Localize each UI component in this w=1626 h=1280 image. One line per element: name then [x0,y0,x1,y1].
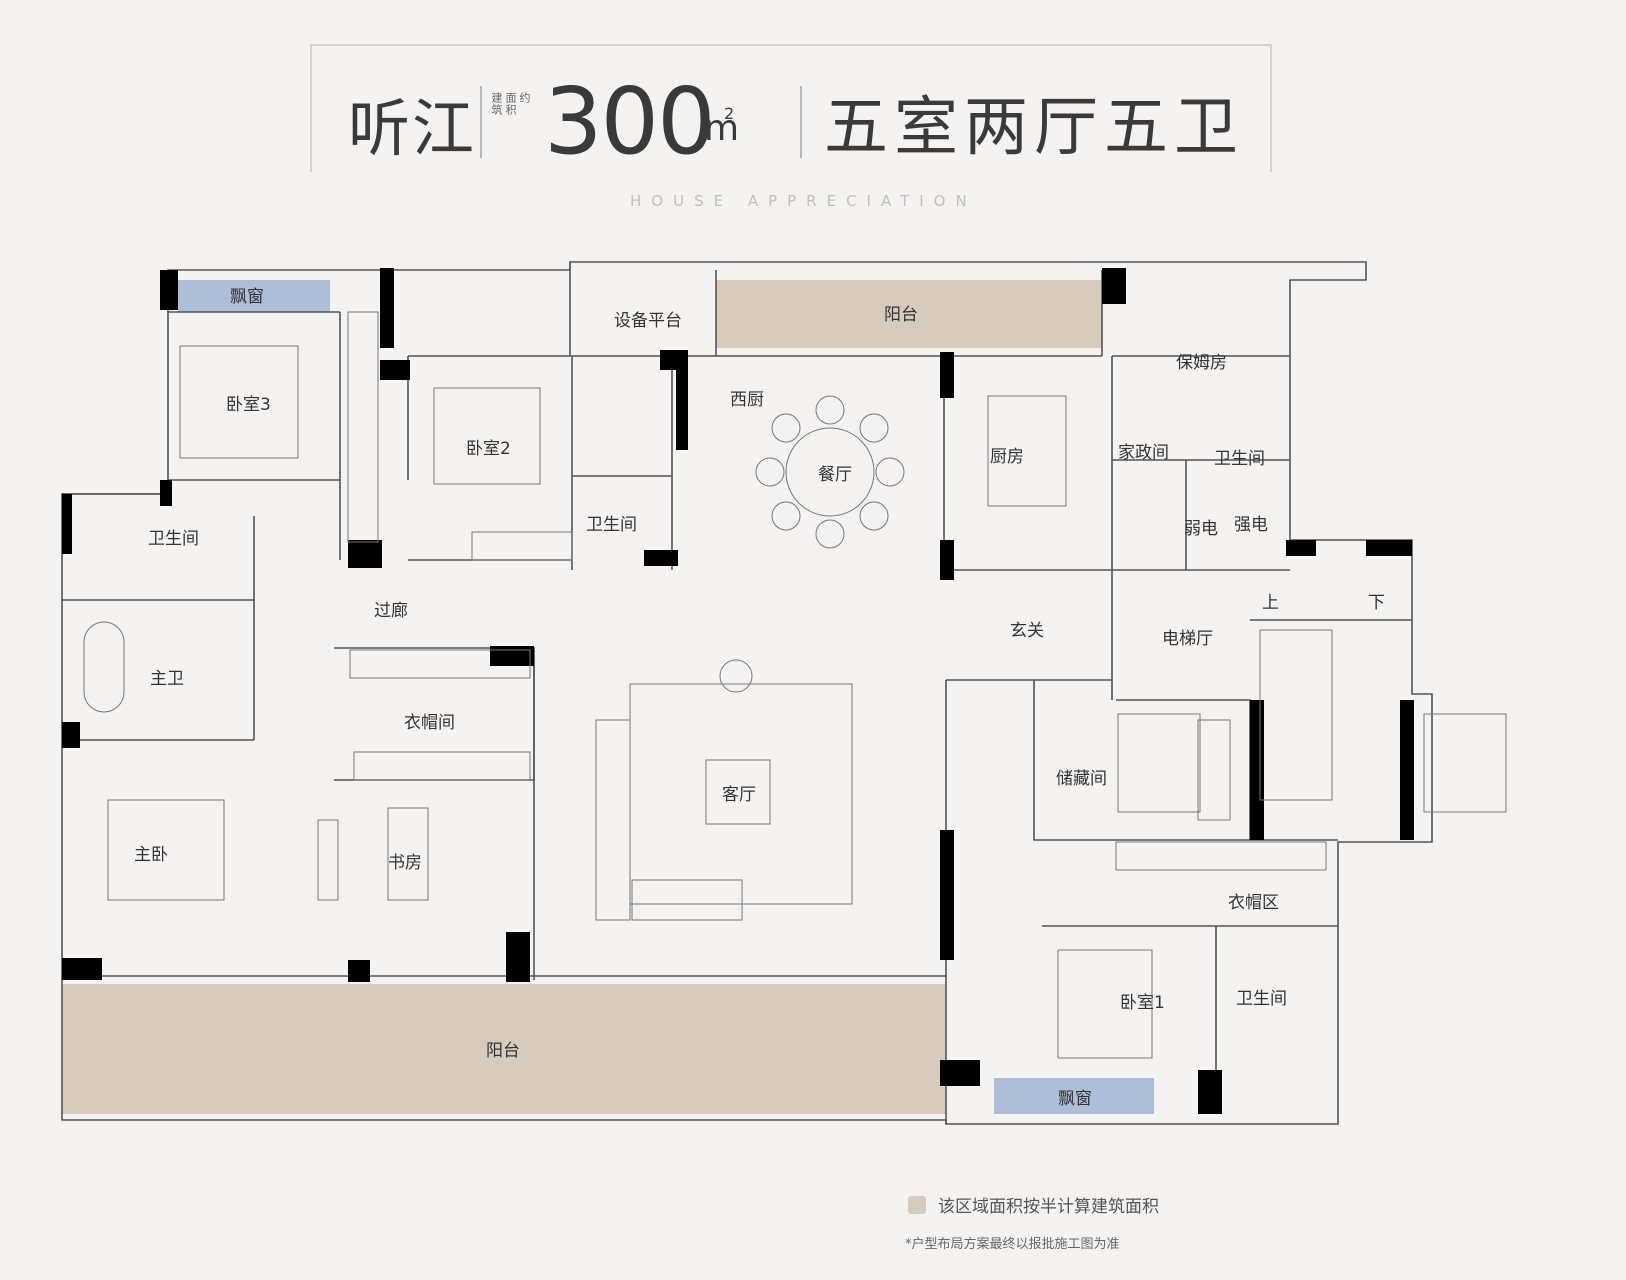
label-walk-in-closet: 衣帽间 [404,713,455,733]
label-bathroom-right: 卫生间 [1236,989,1287,1009]
label-kitchen: 厨房 [990,447,1024,467]
label-master-bath: 主卫 [150,669,184,689]
label-bedroom3: 卧室3 [226,395,271,415]
label-elevator-hall: 电梯厅 [1162,629,1213,649]
area-unit: m [704,108,740,149]
balcony-top-area [716,280,1102,348]
label-weak-power: 弱电 [1184,519,1218,539]
bay-window-2-area [994,1078,1154,1114]
label-strong-power: 强电 [1234,515,1268,535]
outer-outline [61,261,1433,1125]
label-bathroom-mid: 卫生间 [586,515,637,535]
layout-title: 五室两厅五卫 [824,91,1244,165]
subtitle: HOUSE APPRECIATION [630,192,977,210]
label-study: 书房 [388,853,422,873]
structural-walls [62,268,1414,1114]
label-master-bedroom: 主卧 [134,845,168,865]
area-label-col: 面积 [504,92,517,116]
label-dining: 餐厅 [818,465,852,485]
legend-text: 该区域面积按半计算建筑面积 [938,1197,1159,1217]
legend-swatch [908,1195,926,1214]
divider [800,86,802,158]
label-equipment-platform: 设备平台 [614,311,682,331]
label-storage: 储藏间 [1056,769,1107,789]
project-name: 听江 [348,92,477,165]
label-living-room: 客厅 [722,785,756,805]
furniture-outlines [83,311,1507,1059]
area-label-col: 建筑 [490,92,503,116]
area-number: 300 [544,68,716,175]
label-stair-down: 下 [1368,593,1385,613]
label-foyer: 玄关 [1010,621,1044,641]
label-household: 家政间 [1118,443,1169,463]
area-label: 建筑 面积 约 [490,92,540,116]
legend: 该区域面积按半计算建筑面积 [908,1192,1159,1217]
label-bathroom-nanny: 卫生间 [1214,449,1265,469]
label-bedroom1: 卧室1 [1120,993,1165,1013]
label-cloak-area: 衣帽区 [1228,893,1279,913]
label-stair-up: 上 [1262,593,1279,613]
label-balcony-bottom: 阳台 [486,1041,520,1061]
title-frame: 听江 建筑 面积 约 300 m 2 五室两厅五卫 [310,44,1272,175]
label-western-kitchen: 西厨 [730,390,764,410]
area-label-col: 约 [518,92,531,104]
footnote: *户型布局方案最终以报批施工图为准 [905,1237,1120,1252]
label-bedroom2: 卧室2 [466,439,511,459]
balcony-bottom-area [62,984,946,1114]
label-nanny-room: 保姆房 [1176,353,1227,373]
bay-window-1-area [178,280,330,312]
label-corridor: 过廊 [374,601,408,621]
label-bay-window-2: 飘窗 [1058,1089,1092,1109]
label-balcony-top: 阳台 [884,305,918,325]
divider [480,86,482,158]
label-bathroom-left: 卫生间 [148,529,199,549]
area-unit-superscript: 2 [724,104,735,123]
label-bay-window-1: 飘窗 [230,287,264,307]
